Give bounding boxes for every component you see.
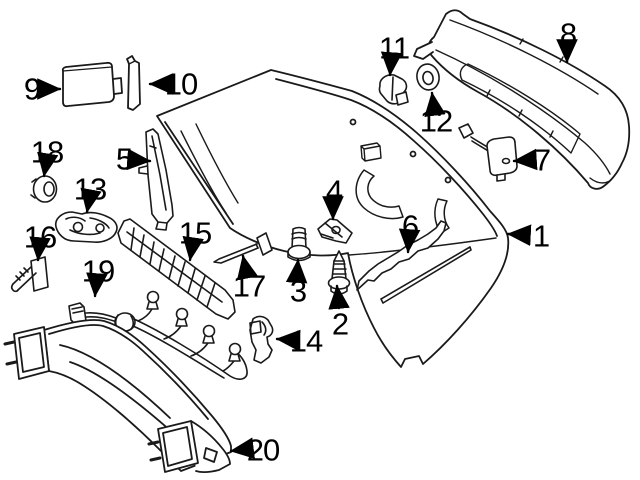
part-8-lower-diffuser-panel	[414, 10, 629, 189]
part-14-side-mount-bracket	[250, 316, 273, 363]
part-label-16: 16	[23, 219, 57, 255]
arrow-to-part-12	[424, 93, 446, 118]
part-19-wiring-harness	[69, 292, 247, 380]
part-15-energy-absorber	[118, 219, 235, 319]
part-label-15: 15	[178, 215, 212, 251]
arrow-to-part-14	[277, 329, 301, 352]
part-label-7: 7	[533, 142, 551, 178]
part-9-control-module	[63, 63, 122, 106]
part-13-inner-bracket	[56, 212, 117, 242]
part-label-14: 14	[289, 323, 323, 359]
part-label-2: 2	[331, 306, 349, 342]
part-label-11: 11	[378, 30, 410, 66]
arrow-to-part-1	[508, 224, 532, 246]
arrow-to-part-20	[231, 437, 255, 459]
part-label-18: 18	[30, 134, 64, 170]
part-18-grommet-nut	[31, 176, 57, 202]
part-label-8: 8	[559, 16, 577, 52]
part-12-sensor-seal-ring	[415, 62, 442, 92]
part-11-park-sensor	[379, 75, 408, 105]
part-20-impact-bar	[5, 320, 231, 472]
part-16-screw-with-plate	[12, 257, 48, 291]
part-label-10: 10	[164, 66, 198, 102]
arrow-to-part-17	[236, 256, 259, 281]
part-label-3: 3	[289, 273, 307, 309]
part-label-12: 12	[419, 103, 453, 139]
part-label-13: 13	[73, 171, 107, 207]
part-5-side-bracket	[139, 129, 173, 230]
arrow-to-part-15	[182, 235, 204, 260]
arrow-to-part-19	[86, 272, 108, 296]
arrow-to-part-11	[380, 51, 403, 75]
arrow-to-part-16	[29, 236, 51, 260]
arrow-to-part-3	[285, 260, 308, 284]
part-label-19: 19	[81, 253, 115, 289]
arrow-to-part-18	[37, 151, 59, 176]
part-label-6: 6	[401, 208, 419, 244]
part-7-tow-eye-cover	[459, 124, 517, 181]
arrow-to-part-6	[398, 228, 421, 252]
arrow-to-part-5	[126, 148, 150, 171]
part-6-mounting-rail	[357, 221, 471, 303]
arrow-to-part-7	[514, 148, 538, 171]
part-label-1: 1	[532, 218, 550, 254]
callout-arrows	[29, 39, 578, 459]
part-10-mounting-strip	[127, 56, 140, 110]
part-2-screw	[329, 251, 350, 294]
part-17-guide-pin	[214, 233, 272, 263]
arrow-to-part-13	[80, 187, 102, 212]
part-label-20: 20	[246, 432, 280, 468]
part-label-17: 17	[232, 268, 266, 304]
part-4-bracket-clip	[318, 219, 352, 243]
part-label-9: 9	[23, 71, 41, 107]
part-label-5: 5	[115, 141, 133, 177]
part-label-4: 4	[325, 173, 343, 209]
arrow-to-part-2	[328, 286, 350, 310]
